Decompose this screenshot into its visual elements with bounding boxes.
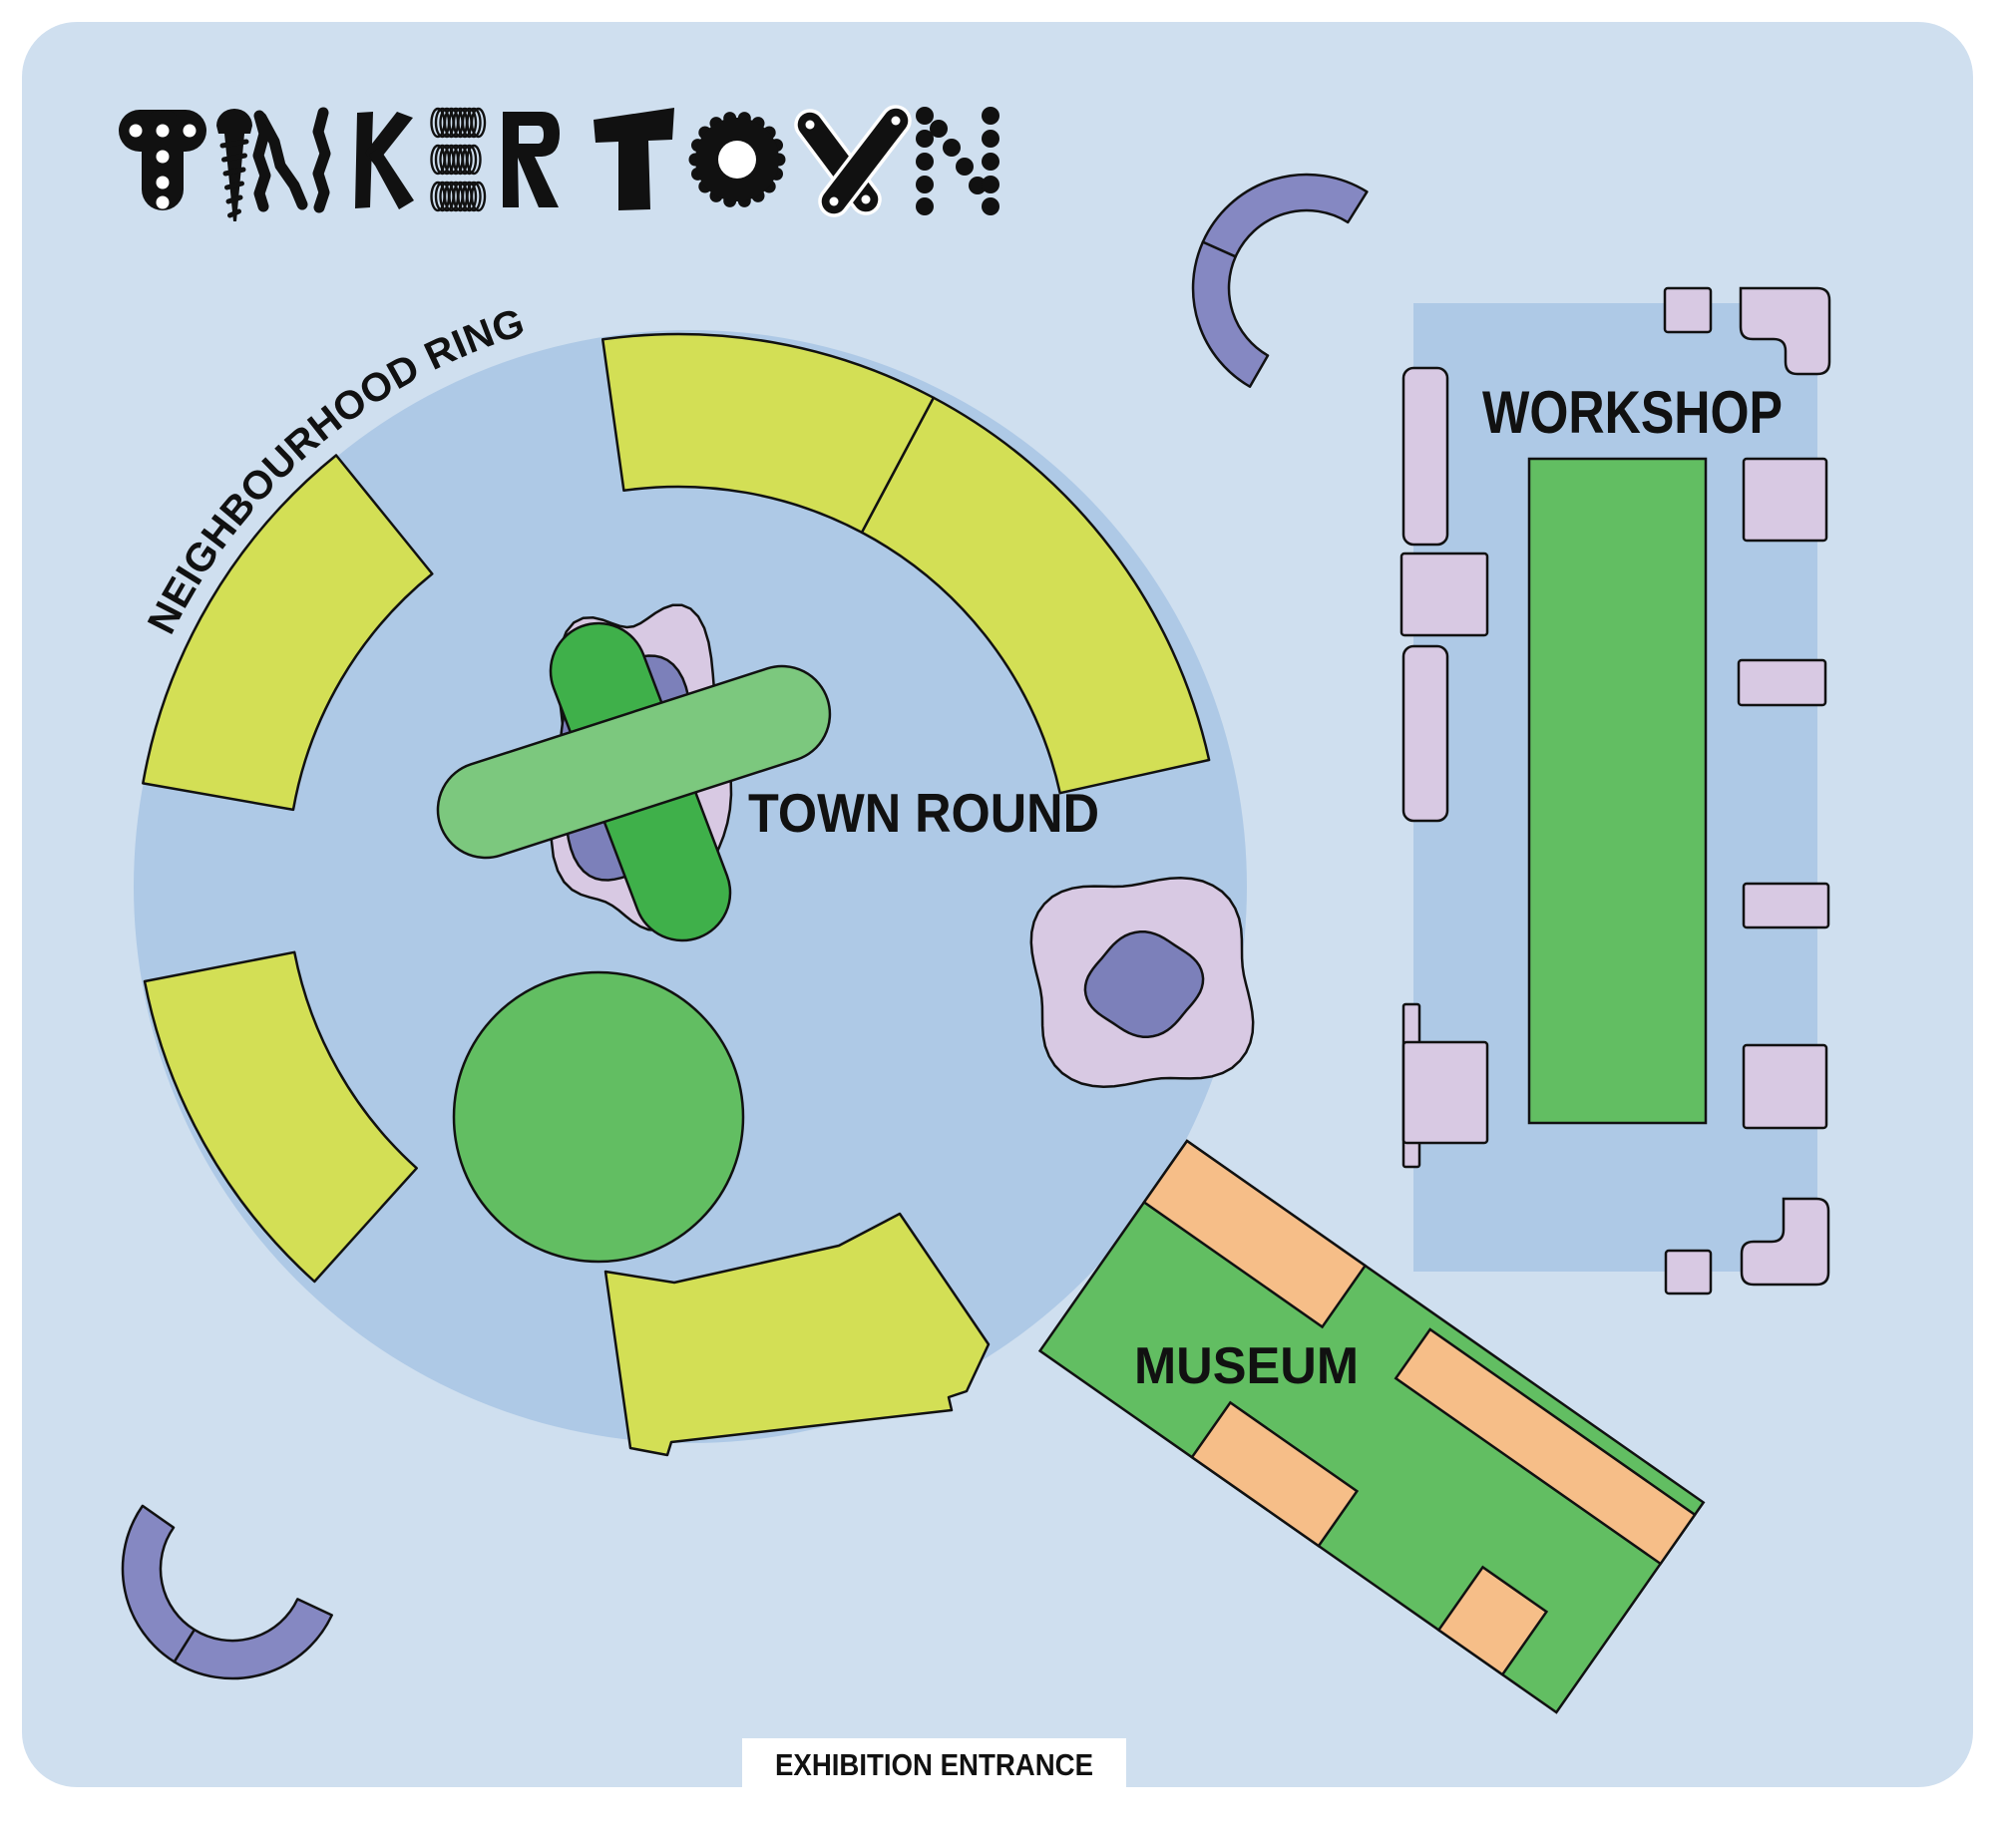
svg-text:TOWN ROUND: TOWN ROUND [748,782,1099,844]
svg-text:WORKSHOP: WORKSHOP [1482,379,1783,446]
svg-text:EXHIBITION ENTRANCE: EXHIBITION ENTRANCE [775,1747,1093,1782]
svg-text:MUSEUM: MUSEUM [1134,1337,1359,1395]
